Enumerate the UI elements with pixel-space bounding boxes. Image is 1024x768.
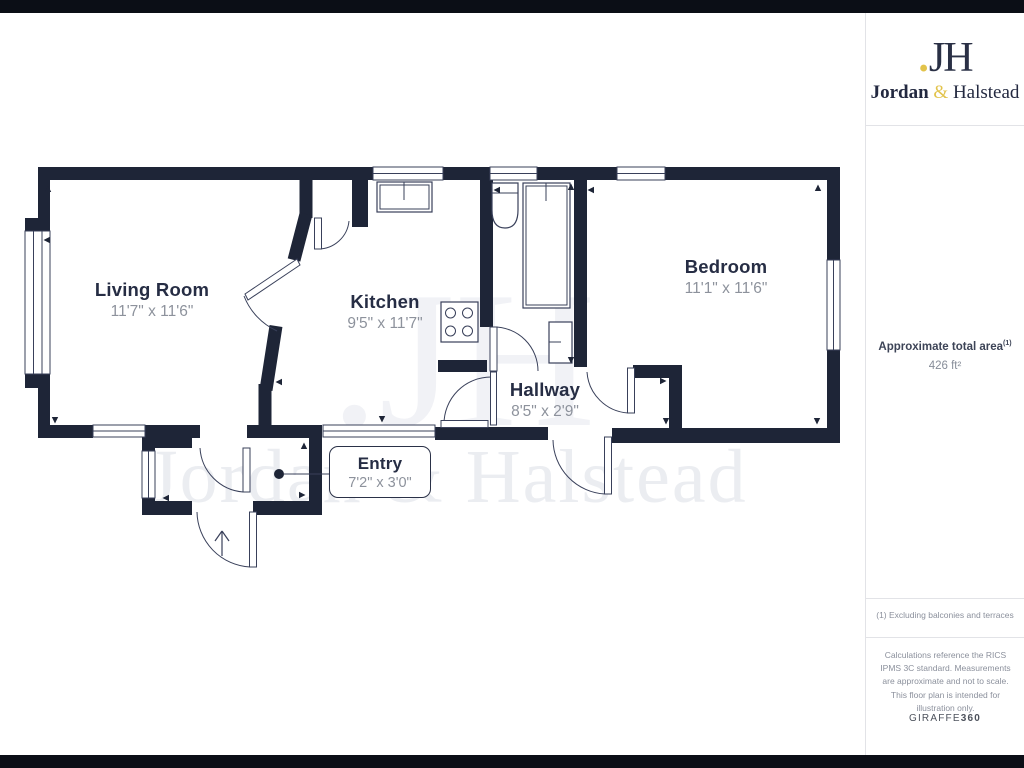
logo-wordmark: Jordan & Halstead bbox=[870, 82, 1020, 103]
sidebar-divider bbox=[866, 637, 1024, 638]
info-sidebar: .JH Jordan & Halstead Approximate total … bbox=[865, 13, 1024, 755]
bottom-border-bar bbox=[0, 755, 1024, 768]
top-border-bar bbox=[0, 0, 1024, 13]
logo-ampersand: & bbox=[933, 82, 949, 103]
windows-layer bbox=[24, 166, 841, 499]
walls-layer bbox=[25, 167, 840, 515]
logo-dot: . bbox=[918, 35, 929, 81]
doors-layer bbox=[196, 217, 635, 568]
room-name: Bedroom bbox=[684, 256, 768, 277]
room-name: Hallway bbox=[509, 379, 581, 400]
bedroom-label: Bedroom 11'1" x 11'6" bbox=[685, 256, 768, 298]
agency-logo: .JH Jordan & Halstead bbox=[866, 37, 1024, 104]
entry-direction-arrow bbox=[214, 530, 230, 556]
hob bbox=[440, 301, 479, 343]
watermark-text: Jordan & Halstead bbox=[148, 435, 748, 519]
room-dimensions: 7'2" x 3'0" bbox=[348, 474, 412, 491]
sidebar-divider bbox=[866, 598, 1024, 599]
room-name: Living Room bbox=[94, 279, 210, 300]
logo-monogram: .JH bbox=[918, 35, 973, 81]
total-area-value: 426 ft² bbox=[928, 359, 962, 372]
wc-pan bbox=[491, 182, 519, 229]
room-name: Kitchen bbox=[350, 291, 420, 312]
watermark: .JH Jordan & Halstead bbox=[148, 252, 748, 519]
room-name: Entry bbox=[357, 453, 403, 473]
fixtures-layer bbox=[376, 181, 573, 364]
room-dimensions: 8'5" x 2'9" bbox=[511, 403, 579, 420]
footnote-marker: (1) bbox=[1003, 340, 1012, 347]
tall-cupboard bbox=[522, 182, 571, 309]
room-dimensions: 9'5" x 11'7" bbox=[347, 315, 423, 332]
room-dimensions: 11'1" x 11'6" bbox=[684, 280, 768, 297]
kitchen-label: Kitchen 9'5" x 11'7" bbox=[347, 291, 422, 333]
hallway-label: Hallway 8'5" x 2'9" bbox=[510, 379, 580, 421]
entry-label: Entry 7'2" x 3'0" bbox=[329, 446, 431, 498]
total-area-block: Approximate total area(1) 426 ft² bbox=[866, 340, 1024, 372]
giraffe360-brand: GIRAFFE360 bbox=[908, 713, 982, 724]
sidebar-divider bbox=[866, 125, 1024, 126]
room-dimensions: 11'7" x 11'6" bbox=[110, 303, 194, 320]
disclaimer-text: Calculations reference the RICS IPMS 3C … bbox=[880, 650, 1011, 713]
living-room-label: Living Room 11'7" x 11'6" bbox=[95, 279, 209, 321]
measure-arrows bbox=[43, 183, 822, 502]
footnote-text: (1) Excluding balconies and terraces bbox=[876, 610, 1014, 620]
total-area-label: Approximate total area(1) bbox=[878, 340, 1012, 353]
